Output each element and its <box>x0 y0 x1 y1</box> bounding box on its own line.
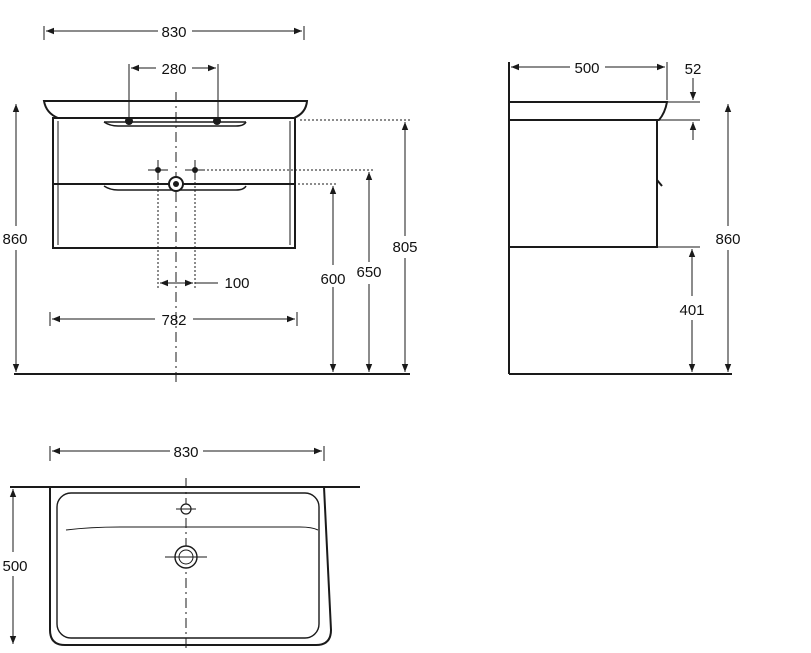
front-basin-rim-curve <box>103 121 247 127</box>
dim-782-label: 782 <box>161 312 186 329</box>
dim-500-side-label: 500 <box>574 60 599 77</box>
dim-280-label: 280 <box>161 61 186 78</box>
dim-600-label: 600 <box>320 271 345 288</box>
side-cabinet <box>508 119 658 248</box>
dim-805-label: 805 <box>392 239 417 256</box>
side-handle <box>656 179 663 187</box>
dim-830-label: 830 <box>161 24 186 41</box>
dim-860-front-label: 860 <box>2 231 27 248</box>
side-view: 500 52 860 401 <box>508 60 741 375</box>
dim-100-label: 100 <box>224 275 249 292</box>
dim-830-top-label: 830 <box>173 444 198 461</box>
dim-401-label: 401 <box>679 302 704 319</box>
siphon-core-icon <box>173 181 179 187</box>
dim-860-side-label: 860 <box>715 231 740 248</box>
top-basin-outer <box>49 486 333 646</box>
side-basin-top <box>508 101 669 121</box>
front-view: 830 280 860 805 650 600 100 782 <box>2 24 418 384</box>
top-view: 830 500 <box>2 444 360 650</box>
dim-500-top-label: 500 <box>2 558 27 575</box>
dim-52-label: 52 <box>685 61 702 78</box>
top-basin-bowl <box>56 492 320 639</box>
top-basin-shelf <box>65 526 319 531</box>
dim-650-label: 650 <box>356 264 381 281</box>
